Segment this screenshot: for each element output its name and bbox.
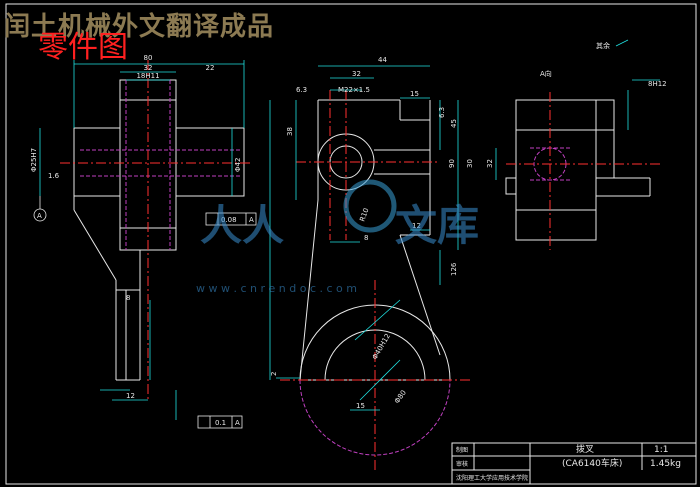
title-weight: 1.45kg <box>650 459 681 469</box>
middle-view-centerlines <box>280 90 470 470</box>
fcf-tolerance-2: 0.1 <box>215 419 226 427</box>
right-view <box>505 99 651 241</box>
title-checked: 审核 <box>456 460 468 468</box>
right-view-centerlines <box>506 92 660 250</box>
watermark-url: w w w . c n r e n d o c . c o m <box>196 282 357 295</box>
fcf-tolerance-1: 0.08 <box>221 216 237 224</box>
left-view-dims <box>39 60 245 420</box>
watermark-banner: 闰土机械外文翻译成品 <box>4 12 275 42</box>
dim-42: Φ42 <box>234 158 242 172</box>
dim-8: 8 <box>126 294 130 302</box>
title-drawn: 制图 <box>456 446 468 454</box>
dim-38: 38 <box>286 127 294 136</box>
dim-44: 44 <box>378 56 387 64</box>
fcf-datum-2: A <box>235 419 240 427</box>
dim-15b: 15 <box>356 402 365 410</box>
roughness-rest: 其余 <box>596 41 610 50</box>
view-a-label: A向 <box>540 69 552 78</box>
dim-32: 32 <box>144 64 153 72</box>
dim-45: 45 <box>450 119 458 128</box>
left-view-fcf <box>33 196 257 429</box>
title-block <box>451 442 697 485</box>
left-view-centerlines <box>60 60 250 400</box>
dim-r10: R10 <box>358 207 370 223</box>
title-school: 沈阳理工大学应用技术学院 <box>456 474 528 482</box>
dim-25h7: Φ25H7 <box>30 148 38 172</box>
roughness-6-3a: 6.3 <box>296 86 307 94</box>
dim-8h12: 8H12 <box>648 80 667 88</box>
dim-80: 80 <box>144 54 153 62</box>
watermark-logo: 人人 文库 w w w . c n r e n d o c . c o m <box>196 179 479 295</box>
title-part-name: 拨叉 <box>576 443 594 455</box>
title-scale: 1:1 <box>654 445 668 455</box>
right-view-dims <box>495 39 660 180</box>
datum-a-label: A <box>37 212 42 220</box>
dim-90: 90 <box>448 159 456 168</box>
left-view-hidden <box>80 80 240 250</box>
roughness-6-3b: 6.3 <box>438 107 446 118</box>
dim-15: 15 <box>410 90 419 98</box>
dim-phi80: Φ80 <box>393 389 408 405</box>
drawing-frame <box>5 3 697 485</box>
dim-22: 22 <box>206 64 215 72</box>
dim-126: 126 <box>450 262 458 276</box>
fcf-datum-1: A <box>249 216 254 224</box>
dim-32b: 32 <box>352 70 361 78</box>
svg-text:文库: 文库 <box>395 201 479 250</box>
dim-m22: M22×1.5 <box>338 86 370 94</box>
sheet-title: 零件图 <box>38 30 128 65</box>
title-machine: (CA6140车床) <box>562 457 622 469</box>
dim-2: 2 <box>270 372 278 376</box>
dim-8b: 8 <box>364 234 368 242</box>
dim-1-6: 1.6 <box>48 172 60 180</box>
middle-view-hidden <box>299 379 451 456</box>
svg-text:人人: 人人 <box>200 201 284 250</box>
dim-12b: 12 <box>412 222 421 230</box>
dim-30: 30 <box>466 159 474 168</box>
dim-32c: 32 <box>486 159 494 168</box>
middle-view-dims <box>269 65 459 411</box>
dim-18h11: 18H11 <box>136 72 159 80</box>
dim-phi40: Φ40H12 <box>371 332 392 361</box>
dim-12: 12 <box>126 392 135 400</box>
